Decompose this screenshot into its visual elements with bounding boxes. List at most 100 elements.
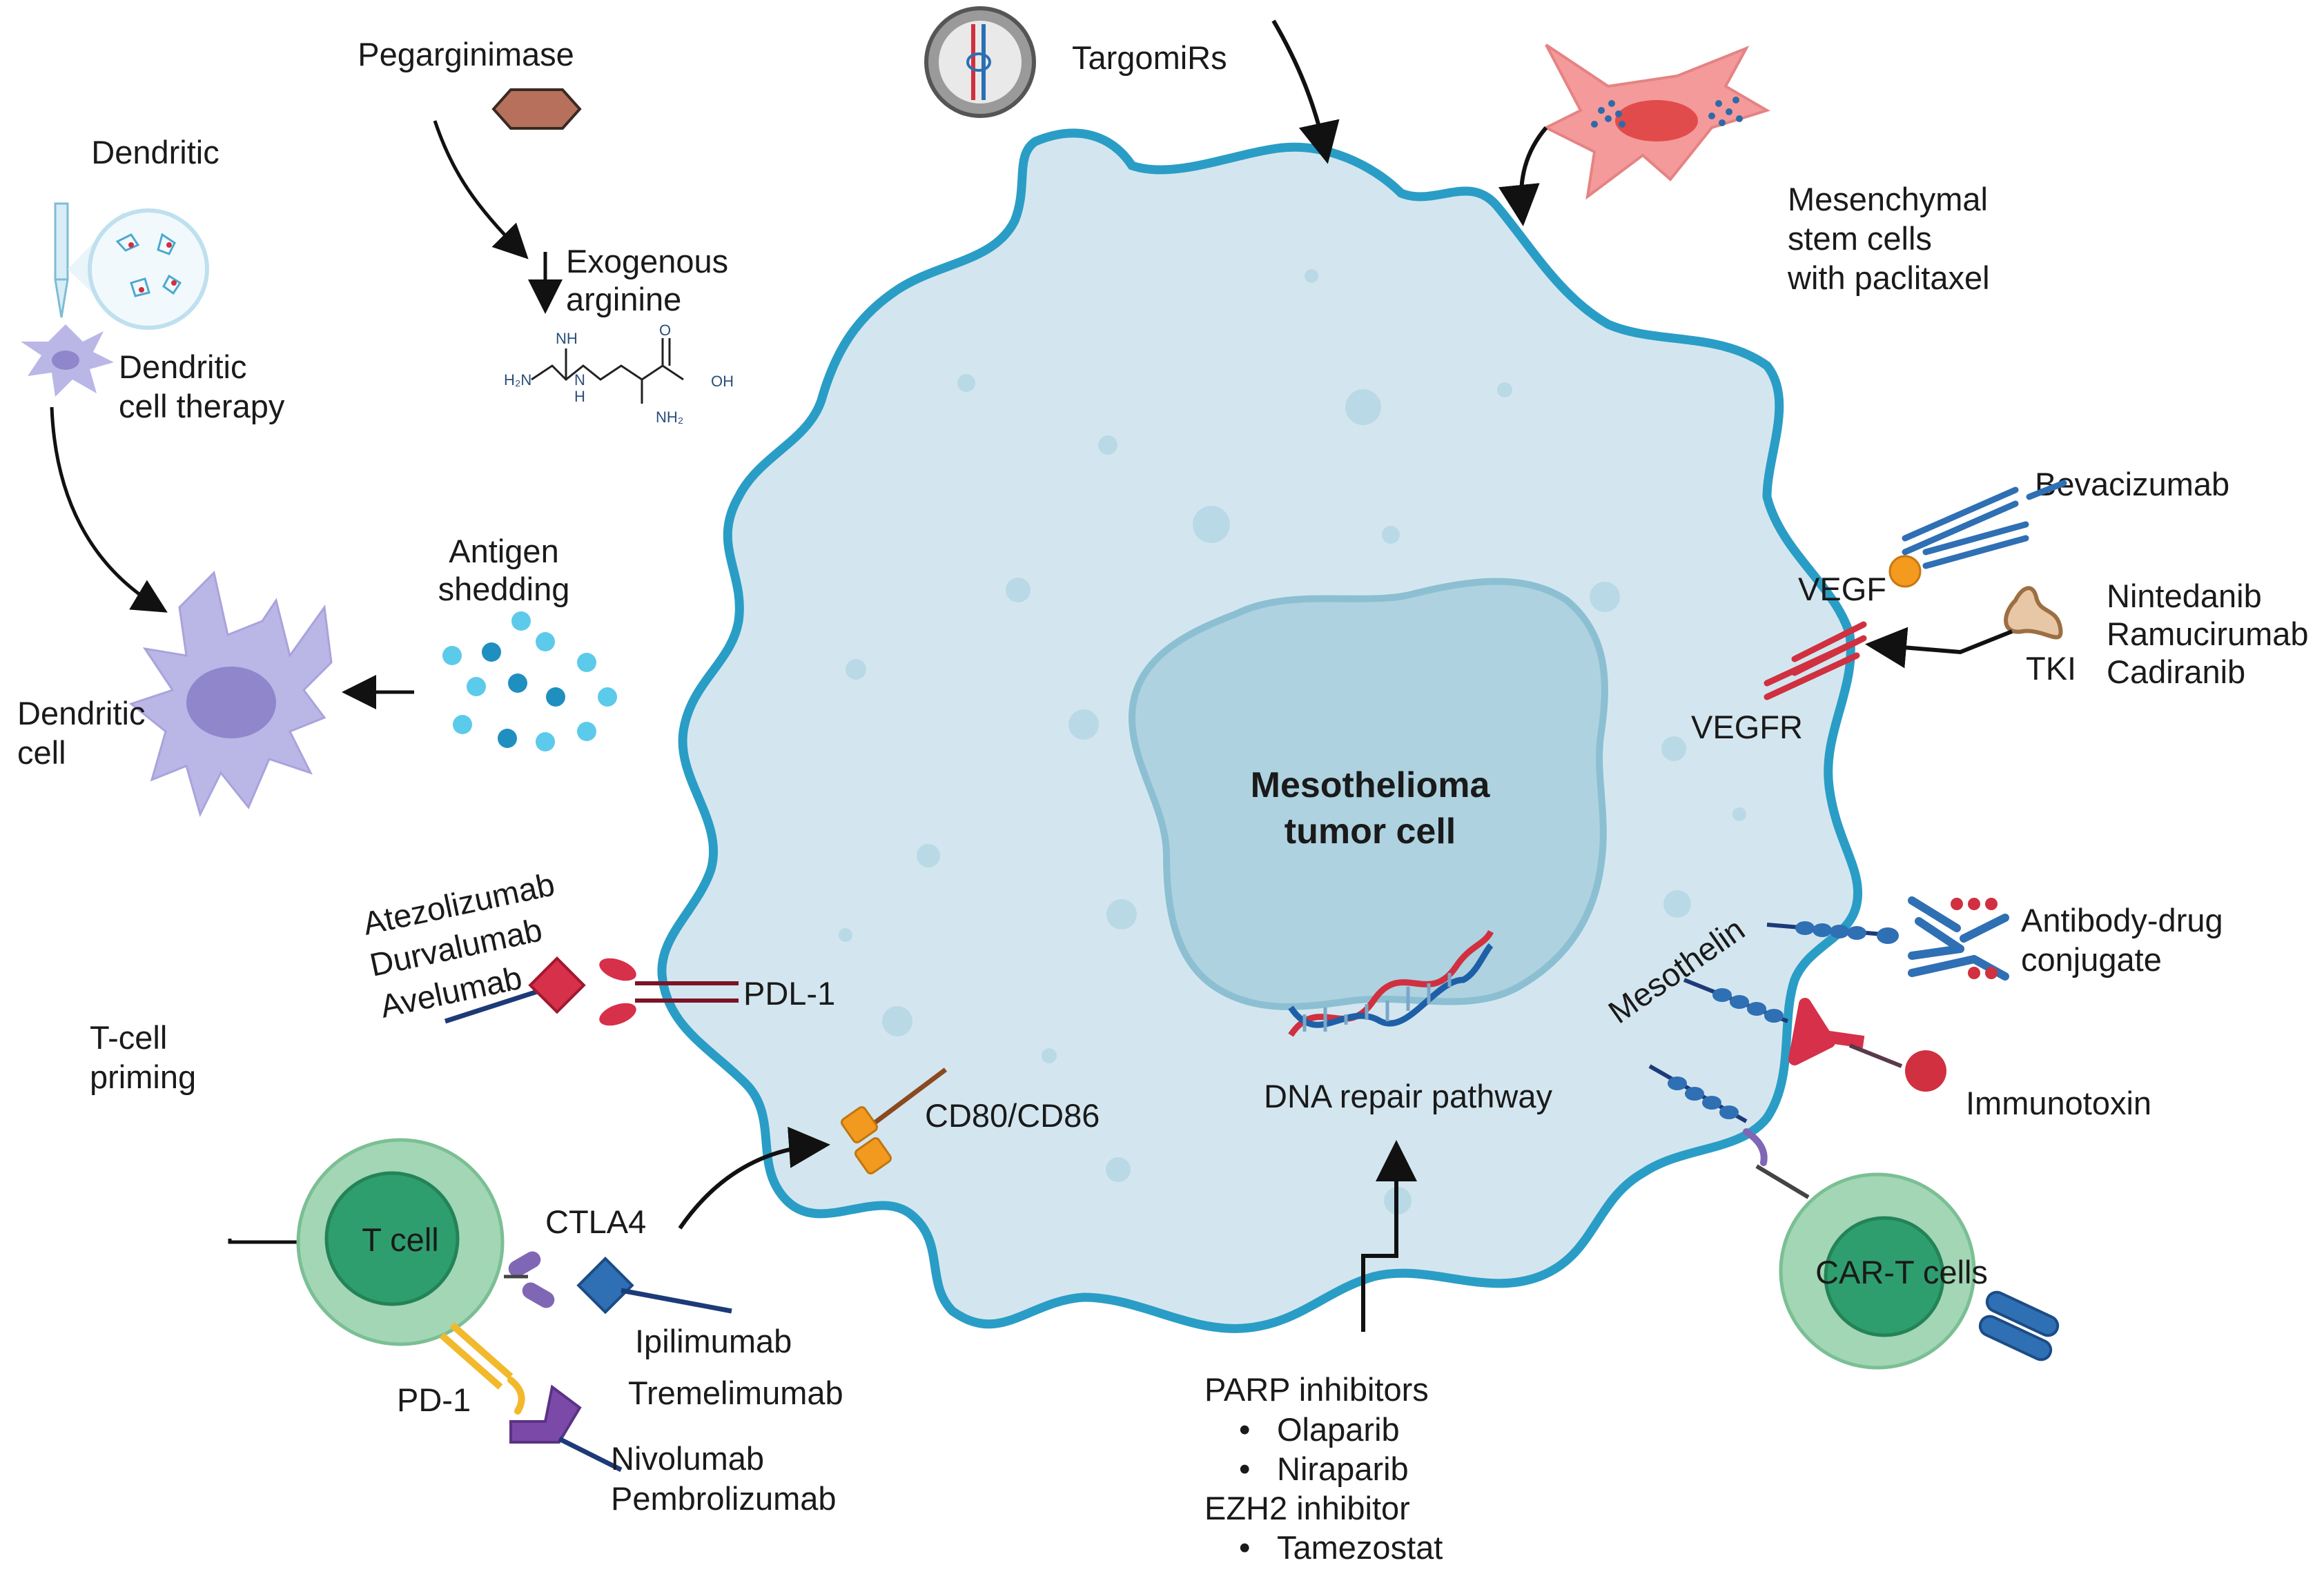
pdl1-antibody-stalk: [444, 984, 554, 1024]
tcell-priming-label: priming: [90, 1059, 196, 1095]
cart-receptor-icon: [1978, 1290, 2060, 1361]
tamezostat-label: Tamezostat: [1277, 1529, 1443, 1566]
bevacizumab-label: Bevacizumab: [2035, 466, 2229, 502]
olaparib-label: Olaparib: [1277, 1411, 1400, 1448]
pegarginimase-label: Pegarginimase: [358, 36, 574, 72]
vesicle: [1006, 578, 1031, 602]
ctla4-cd80-arrow: [678, 1126, 830, 1230]
tumor-cell: Mesothelioma tumor cell DNA repair pathw…: [657, 128, 1862, 1333]
arginine-h: H: [574, 388, 585, 405]
arginine-n: N: [574, 371, 585, 388]
pegarginimase-hexagon-icon: [491, 88, 582, 130]
vesicle: [1345, 389, 1381, 425]
vesicle: [1042, 1048, 1057, 1063]
car-stalk: [1755, 1164, 1810, 1199]
dna-repair-label: DNA repair pathway: [1264, 1078, 1552, 1114]
dendritic-zoom-particles: [115, 233, 182, 297]
cart-target-receptor-icon: [1648, 1064, 1748, 1123]
tumor-cell-title: tumor cell: [1285, 811, 1456, 852]
nivolumab-antibody-stalk: [558, 1436, 623, 1473]
tki-icon: [2004, 586, 2063, 640]
msc-nucleus: [1615, 100, 1698, 141]
dendritic-zoom-red: [128, 242, 177, 293]
pdl1-antibody-icon: [528, 956, 586, 1014]
niraparib-label: Niraparib: [1277, 1450, 1409, 1487]
vesicle: [957, 374, 975, 392]
msc-label: with paclitaxel: [1787, 259, 1990, 296]
arginine-structure-icon: [531, 338, 684, 404]
paclitaxel-dots: [1591, 97, 1743, 128]
arginine-nh2: NH₂: [656, 409, 683, 426]
exogenous-arginine-label: arginine: [566, 281, 681, 317]
mesothelin-receptor-icon: [1766, 921, 1899, 944]
vesicle: [1382, 526, 1400, 544]
vesicle: [917, 844, 940, 867]
targomirs-arrow: [1271, 19, 1340, 164]
ipilimumab-antibody-icon: [576, 1256, 634, 1315]
pipette-icon: [54, 202, 69, 318]
ctla4-receptor-icon: [504, 1251, 555, 1308]
adc-antibody-icon: [1908, 896, 2009, 981]
vesicle: [1732, 807, 1746, 821]
dendritic-cell-label: Dendritic: [17, 695, 145, 731]
msc-arrow: [1498, 126, 1548, 226]
arginine-o: O: [659, 322, 671, 339]
vegf-label: VEGF: [1798, 571, 1886, 607]
ipilimumab-label: Ipilimumab: [635, 1323, 792, 1359]
exogenous-arginine-label: Exogenous: [566, 243, 728, 279]
vesicle: [882, 1006, 912, 1036]
cd80-cd86-label: CD80/CD86: [925, 1097, 1100, 1134]
dendritic-cell-label: cell: [17, 734, 66, 771]
immunotoxin-toxin-icon: [1905, 1050, 1946, 1092]
targomirs-label: TargomiRs: [1072, 39, 1227, 76]
dendritic-therapy-label: Dendritic: [119, 348, 246, 385]
vesicle: [1068, 709, 1099, 740]
vesicle: [1590, 582, 1620, 612]
vesicle: [1106, 1157, 1131, 1182]
immunotoxin-receptor-icon: [1683, 978, 1789, 1023]
tumor-cell-title: Mesothelioma: [1251, 765, 1491, 805]
immunotoxin-stalk: [1848, 1043, 1903, 1068]
tumor-nucleus: [1128, 578, 1608, 1010]
ezh2-label: EZH2 inhibitor: [1204, 1490, 1410, 1526]
immunotoxin-label: Immunotoxin: [1966, 1085, 2151, 1121]
dendritic-top-label: Dendritic: [91, 134, 219, 170]
vegfr-label: VEGFR: [1691, 709, 1803, 745]
dendritic-therapy-arrow: [50, 406, 168, 613]
nintedanib-label: Nintedanib: [2107, 578, 2262, 614]
tremelimumab-label: Tremelimumab: [628, 1375, 843, 1411]
adc-label: conjugate: [2021, 941, 2162, 978]
arginine-h2n: H₂N: [504, 371, 531, 388]
small-dendritic-cell-icon: [21, 324, 114, 397]
vesicle: [1661, 736, 1686, 761]
msc-label: Mesenchymal: [1788, 181, 1988, 217]
nivolumab-antibody-icon: [509, 1384, 582, 1444]
tcell-inner: [324, 1171, 460, 1306]
pembrolizumab-label: Pembrolizumab: [611, 1480, 837, 1517]
immunotoxin-antibody-icon: [1788, 998, 1865, 1065]
vesicle: [1098, 435, 1117, 455]
bullet: •: [1239, 1529, 1250, 1566]
vegf-icon: [1888, 555, 1922, 588]
dendritic-zoom-icon: [88, 208, 209, 330]
antigen-shedding-label: Antigen: [449, 533, 558, 569]
dendritic-therapy-label: cell therapy: [119, 388, 285, 424]
arginine-nh: NH: [556, 330, 578, 347]
cadiranib-label: Cadiranib: [2107, 653, 2245, 690]
tcell-label: T cell: [362, 1221, 438, 1258]
dna-helix-icon: [1288, 929, 1494, 1037]
pd1-receptor-icon: [439, 1322, 525, 1415]
bullet: •: [1239, 1411, 1250, 1448]
antigen-shedding-label: shedding: [438, 571, 570, 607]
arginine-oh: OH: [711, 373, 734, 390]
vesicle: [1305, 269, 1318, 283]
cart-label: CAR-T cells: [1815, 1254, 1988, 1290]
car-receptor-icon: [1743, 1128, 1768, 1166]
adc-label: Antibody-drug: [2021, 902, 2223, 938]
pd1-label: PD-1: [397, 1381, 471, 1418]
vegfr-receptor-icon: [1764, 621, 1867, 700]
pdl1-label: PDL-1: [743, 975, 835, 1012]
tki-label: TKI: [2026, 650, 2076, 687]
vesicle: [846, 659, 866, 680]
